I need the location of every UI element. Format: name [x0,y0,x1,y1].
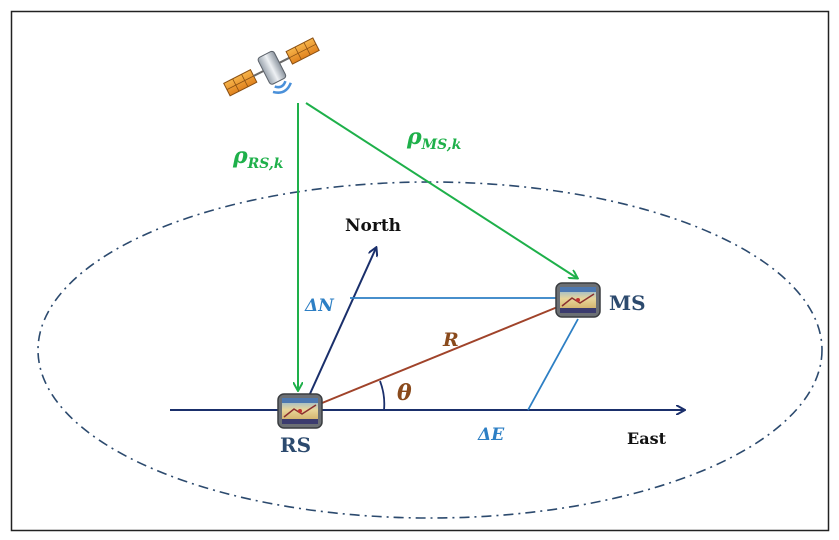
ms-device-icon [555,282,601,318]
delta-e-line [527,318,579,411]
theta-arc [379,380,386,411]
coverage-ellipse [37,181,823,519]
rho-rs-label: ρRS,k [232,143,284,172]
delta-n-label: ΔN [304,296,335,316]
delta-e-label: ΔE [477,425,505,445]
rs-label: RS [280,433,311,457]
north-label: North [345,216,401,236]
range-label: R [442,329,459,351]
rho-ms-label: ρMS,k [406,124,462,153]
ms-label: MS [609,291,646,315]
range-line [321,305,561,404]
east-label: East [627,429,667,448]
diagram-frame [10,10,830,532]
signal-ms-line [305,102,577,278]
satellite-icon [223,37,320,97]
theta-label: θ [397,380,412,406]
north-axis [308,248,376,397]
rs-device-icon [277,393,323,429]
